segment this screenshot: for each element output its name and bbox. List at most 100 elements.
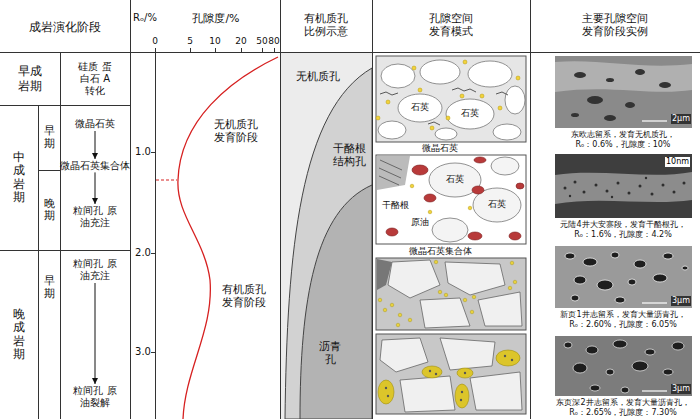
sem-image-3-part-part (574, 276, 586, 284)
pore-model-panel-2-part (429, 157, 521, 242)
table-grid-part (0, 52, 700, 53)
column-header: 孔隙空间 发育模式 (426, 12, 476, 38)
pore-model-panel-4-part-part (378, 380, 394, 404)
sem-image-1-part-part (587, 96, 603, 104)
organic-ratio-column-part (285, 68, 372, 419)
flow-arrow (95, 283, 96, 384)
porosity-scale-ticks-part (274, 48, 275, 52)
pore-model-panel-3-part-part (383, 308, 387, 312)
ro-axis-part (155, 52, 156, 419)
sem-image-4-part-part (590, 385, 600, 391)
process-step: 粒间孔 原油充注 (72, 205, 118, 229)
sem-image-4-part (555, 336, 692, 396)
sem-image-3-part-part (682, 266, 688, 270)
component-label: 原油 (410, 217, 430, 228)
ro-axis-part (151, 352, 155, 353)
pore-model-panel-2-part (376, 155, 526, 244)
pore-model-panel-3-part-part (445, 262, 505, 295)
sem-image-2-part-part (611, 196, 613, 198)
pore-model-panel-4 (376, 334, 526, 414)
pore-model-panel-1-part-part (446, 99, 494, 129)
ro-axis (151, 52, 156, 419)
sem-image-2-part-part (569, 195, 571, 197)
sem-image-3-part-part (653, 274, 667, 282)
porosity-scale-ticks-part (155, 48, 156, 52)
node-text: 粒间孔 原油充注 (72, 205, 118, 229)
sem-image-3-part-part (571, 295, 579, 301)
pore-model-panel-1-part-part (381, 64, 415, 88)
table-grid-part (530, 0, 531, 419)
flow-arrow (95, 131, 96, 159)
table-grid-part (130, 0, 131, 419)
node-text: 早成岩期 (18, 64, 42, 94)
scale-label: 2μm (671, 114, 691, 124)
axis-tick: 1.0 (135, 146, 151, 158)
stage-cell: 早成岩期 (0, 52, 60, 105)
ro-axis-part (151, 152, 155, 153)
pore-model-panel-3-part-part (378, 298, 382, 302)
curve-label: 无机质孔 发育阶段 (214, 118, 262, 144)
pore-model-panel-1-part-part (435, 128, 457, 140)
scale-label: 3μm (671, 296, 691, 306)
sem-image-1-part-part (574, 72, 586, 78)
sem-image-4-part-part (645, 349, 655, 355)
pore-model-panel-1-part-part (398, 94, 442, 122)
stage-cell: 中成岩期 (0, 105, 38, 250)
sem-image-3-part-part (663, 253, 673, 259)
pore-model-panel-1-part-part (460, 94, 464, 98)
pore-model-panel-3-part-part (388, 260, 440, 298)
sem-image-3-part-part (583, 258, 597, 266)
sem-image-3-part-part (597, 280, 613, 290)
sem-image-4-part-part (621, 387, 629, 393)
pore-model-panel-3-part (378, 260, 517, 327)
sem-image-4-part-part (586, 346, 598, 354)
pore-model-panel-2-part-part (509, 232, 521, 240)
flow-arrow (95, 172, 96, 204)
pore-model-panel-4-part-part (457, 368, 473, 378)
column-header: 主要孔隙空间 发育阶段实例 (579, 12, 651, 38)
organic-ratio-column-part (300, 185, 372, 419)
pore-model-panel-1-part-part (496, 92, 508, 95)
curve-label: 有机质孔 发育阶段 (222, 283, 270, 309)
pore-model-panel-4-part (380, 338, 522, 412)
pore-model-panel-2-part-part (432, 218, 468, 242)
pore-model-panel-3-part-part (513, 280, 517, 284)
pore-model-panel-4-part-part (464, 372, 466, 374)
sem-image-3-part-part (634, 260, 646, 268)
pore-model-panel-2-part (410, 184, 472, 214)
pore-model-panel-3-part-part (438, 290, 442, 294)
sem-image-4-part (642, 390, 667, 391)
image-caption: 新页1井志留系，发育大量沥青孔， Rₒ：2.60%，孔隙度：6.05% (558, 310, 688, 329)
pore-model-panel-4-part-part (504, 355, 506, 357)
pore-model-panel-3-part-part (472, 295, 476, 299)
sem-image-3-part (565, 252, 688, 303)
pore-model-panel-4-part-part (461, 391, 463, 393)
pore-model-panel-4-part (385, 355, 513, 401)
pore-model-panel-1-part-part (463, 60, 467, 64)
porosity-scale-ticks-part (215, 48, 216, 52)
axis-tick: 3.0 (135, 346, 151, 358)
sem-image-2-part-part (606, 190, 609, 193)
pore-model-panel-1-part (380, 88, 508, 125)
pore-model-panel-1-part-part (468, 61, 512, 87)
table-grid-part (60, 52, 61, 419)
porosity-curve-part (178, 57, 278, 419)
node-text: 早期 (44, 125, 55, 149)
sem-image-2-part-part (574, 181, 577, 184)
scale-label: 10nm (665, 157, 690, 167)
pore-model-panel-2 (376, 155, 526, 244)
pore-model-panel-1-part-part (516, 76, 520, 80)
sem-image-4-part-part (632, 361, 648, 371)
organic-ratio-column (280, 52, 372, 419)
ro-axis-part (151, 253, 155, 254)
sem-image-1-part-part (606, 78, 614, 82)
panel-caption: 微晶石英集合体 (409, 246, 472, 257)
table-grid-part (0, 105, 130, 106)
porosity-scale-ticks-part (241, 48, 242, 52)
sem-image-2-part (564, 177, 686, 198)
axis-tick: 20 (235, 36, 246, 47)
sem-image-2-part (555, 154, 692, 218)
pore-model-panel-4-part (378, 350, 520, 408)
node-text: 中成岩期 (13, 151, 25, 204)
